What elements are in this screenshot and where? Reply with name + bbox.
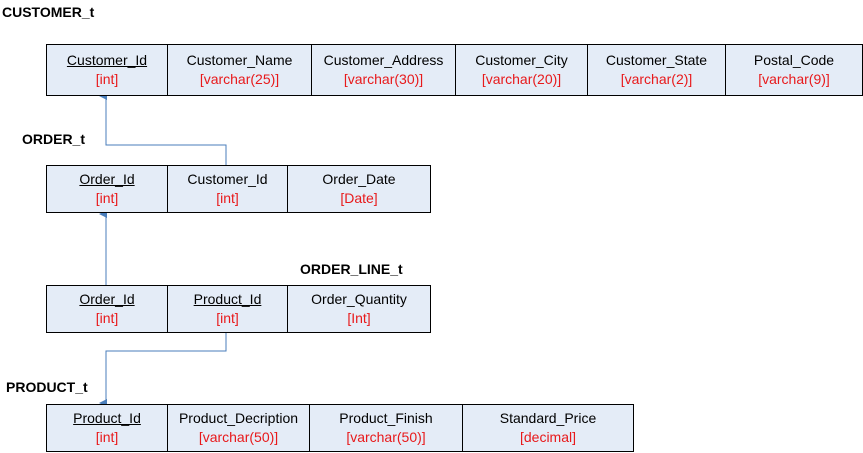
field-name: Product_Id [73,410,141,426]
field-name: Customer_Address [323,52,444,68]
field-order-id[interactable]: Order_Id [int] [47,166,167,212]
field-type: [decimal] [519,429,577,445]
field-product-id[interactable]: Product_Id [int] [47,405,167,451]
field-customer-state[interactable]: Customer_State [varchar(2)] [587,45,725,95]
field-order-quantity[interactable]: Order_Quantity [Int] [287,286,430,332]
field-order-date[interactable]: Order_Date [Date] [287,166,430,212]
customer-table-title: CUSTOMER_t [2,4,95,20]
field-type: [varchar(25)] [199,71,280,87]
field-product-description[interactable]: Product_Decription [varchar(50)] [167,405,309,451]
field-name: Customer_State [605,52,708,68]
field-type: [int] [95,429,119,445]
order-line-table-title: ORDER_LINE_t [300,261,403,277]
field-type: [varchar(20)] [481,71,562,87]
field-type: [varchar(50)] [198,429,279,445]
field-name: Order_Quantity [311,291,407,307]
field-orderline-order-id[interactable]: Order_Id [int] [47,286,167,332]
customer-table[interactable]: Customer_Id [int] Customer_Name [varchar… [46,44,863,96]
field-name: Product_Finish [339,410,433,426]
field-name: Postal_Code [753,52,835,68]
field-product-finish[interactable]: Product_Finish [varchar(50)] [309,405,462,451]
field-name: Order_Id [79,171,135,187]
fk-orderline-product-line [99,333,227,407]
field-type: [varchar(30)] [343,71,424,87]
fk-order-customer-line [99,92,227,165]
field-name: Customer_Id [66,52,148,68]
field-type: [int] [95,71,119,87]
order-line-table[interactable]: Order_Id [int] Product_Id [int] Order_Qu… [46,285,431,333]
field-type: [int] [216,310,239,326]
field-name: Order_Id [79,291,135,307]
field-type: [Int] [347,310,371,326]
field-name: Product_Id [193,291,262,307]
field-customer-name[interactable]: Customer_Name [varchar(25)] [167,45,311,95]
field-name: Customer_City [475,52,568,68]
product-table-title: PRODUCT_t [6,379,88,395]
field-type: [Date] [340,190,378,206]
field-type: [int] [95,310,119,326]
field-type: [int] [216,190,239,206]
order-table[interactable]: Order_Id [int] Customer_Id [int] Order_D… [46,165,431,213]
field-postal-code[interactable]: Postal_Code [varchar(9)] [725,45,862,95]
field-type: [varchar(2)] [620,71,693,87]
order-table-title: ORDER_t [22,131,86,147]
field-orderline-product-id[interactable]: Product_Id [int] [167,286,287,332]
field-type: [int] [95,190,119,206]
field-type: [varchar(9)] [758,71,830,87]
field-type: [varchar(50)] [346,429,426,445]
field-name: Customer_Id [187,171,268,187]
field-customer-city[interactable]: Customer_City [varchar(20)] [455,45,587,95]
field-order-customer-id[interactable]: Customer_Id [int] [167,166,287,212]
field-name: Product_Decription [178,410,299,426]
product-table[interactable]: Product_Id [int] Product_Decription [var… [46,404,634,452]
field-name: Standard_Price [499,410,597,426]
field-customer-id[interactable]: Customer_Id [int] [47,45,167,95]
field-standard-price[interactable]: Standard_Price [decimal] [462,405,633,451]
field-customer-address[interactable]: Customer_Address [varchar(30)] [311,45,455,95]
field-name: Customer_Name [186,52,293,68]
field-name: Order_Date [322,171,396,187]
